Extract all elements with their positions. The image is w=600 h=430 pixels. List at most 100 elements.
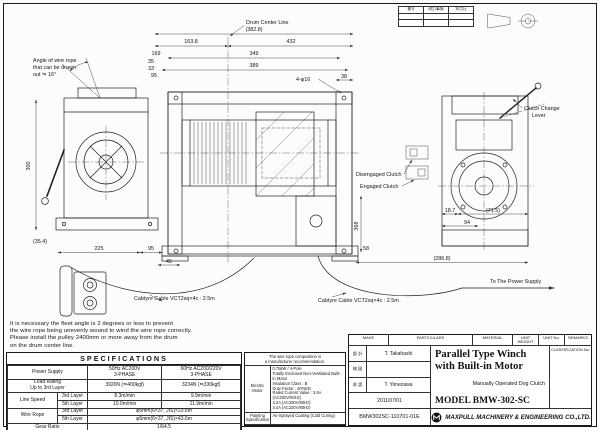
rope-angle-note-3: out ≒ 16° <box>33 72 56 78</box>
drum-view <box>161 91 359 262</box>
signoff-approve-label: 承 認 <box>349 377 367 393</box>
dim-18-7: 18.7 <box>445 208 456 214</box>
dimension-text: (382.8) 163.8 432 349 389 169 35 33 95 3… <box>26 27 500 265</box>
wire-rope-note: The wire rope composition is a manufactu… <box>245 353 345 367</box>
front-view <box>41 57 159 231</box>
drawing-title-line: with Built-in Motor <box>435 361 524 373</box>
rope-angle-note-2: that can be drawn <box>33 65 76 71</box>
drawing-subtitle: Manually Operated Dog Clutch <box>472 381 545 388</box>
spec-50hz-header: 50Hz AC200V 3-PHASE <box>86 365 163 380</box>
dim-71-5: (71.5) <box>486 208 500 214</box>
dim-300: 300 <box>26 162 32 171</box>
clutch-change-lever-label-2: Lever <box>532 113 546 119</box>
electric-motor-row: Electric Motor 0.75kW / 4-Pole Totally E… <box>245 366 345 413</box>
fleet-note-line: It is necessary the fleet angle is 2 deg… <box>10 321 174 327</box>
side-view <box>441 82 545 247</box>
spec-cell: 3-PHASE <box>190 371 212 378</box>
spec-power-supply-label: Power Supply <box>7 365 88 380</box>
brake-housing <box>450 152 518 220</box>
spec-speed-3rd-50: 8.3m/min <box>86 392 163 401</box>
signoff-date-row: 2011/07/01 <box>349 393 430 408</box>
painting-label: Painting <box>245 424 271 425</box>
spec-title: SPECIFICATIONS <box>7 353 241 366</box>
clutch-change-lever-label-1: Clutch Change <box>524 106 560 112</box>
revision-table: 番号 改訂事項 年月日 <box>398 6 474 27</box>
signoff-approve-row: 承 認 T. Yonezawa <box>349 377 430 394</box>
signoff-design-label: 設 計 <box>349 346 367 362</box>
dim-225: 225 <box>95 246 104 252</box>
spec-cell: Up to 3rd Layer <box>30 384 65 391</box>
dim-368: 368 <box>354 222 360 231</box>
revision-cell <box>448 19 474 27</box>
signoff-check-name <box>367 362 430 377</box>
dim-95-bottom: 95 <box>148 246 154 252</box>
signoff-block: 設 計 T. Takahashi 検 図 承 認 T. Yonezawa 201… <box>349 346 431 408</box>
motor-line: Insulation Class : B <box>272 380 308 386</box>
cables <box>71 255 555 302</box>
spec-wire-3rd: φ6mm(6×37, JIS)×23.6m <box>87 407 241 417</box>
electric-motor-details: 0.75kW / 4-Pole Totally Enclosed Non-Ven… <box>271 366 345 411</box>
spec-speed-5th-60: 11.9m/min <box>161 399 241 409</box>
motor-line: 3.4A (AC220V/60Hz) <box>272 404 311 410</box>
header-make: MAKE <box>349 335 389 346</box>
revision-cell <box>423 19 449 27</box>
model-number: MODEL BMW-302-SC <box>435 396 530 406</box>
electric-motor-label: Electric Motor <box>245 366 271 412</box>
crank-knob <box>41 197 49 205</box>
motor-line: 0.75kW / 4-Pole <box>272 366 302 372</box>
header-remarks: REMARKS <box>568 335 588 341</box>
drawing-border-frame <box>3 3 597 427</box>
rope-angle-note-1: Angle of wire rope <box>33 58 76 64</box>
painting-spec-details: Air-Sprayed Coating (Cold Curing) <box>271 413 345 424</box>
drum-center-line-label: Drum Center Line <box>246 20 289 26</box>
spec-wire-5th: φ6mm(6×37, JIS)×43.6m <box>87 415 241 425</box>
dim-33: 33 <box>148 66 154 72</box>
spec-layer-5th: 5th Layer <box>57 415 88 425</box>
company-bar: MAXPULL MACHINERY & ENGINEERING CO.,LTD. <box>431 409 591 425</box>
callout-labels: Drum Center Line Clutch Change Lever Dis… <box>33 20 560 304</box>
to-power-supply-label: To The Power Supply <box>490 279 541 285</box>
pendant-switch <box>59 265 107 317</box>
title-block-header: MAKE PARTICULARS MATERIAL UNIT WEIGHT UN… <box>349 335 591 347</box>
painting-spec-label: Painting Specification <box>245 412 271 424</box>
drawing-number: BMW302SC-110701-01E <box>349 409 431 425</box>
dim-94: 94 <box>464 220 470 226</box>
motor-line: Rated Current Value : 3.6A (AC200V/50Hz) <box>272 390 322 401</box>
wire-note-line: a manufacturer recommendation. <box>264 359 326 365</box>
specifications-table: SPECIFICATIONS Power Supply 50Hz AC200V … <box>6 352 242 430</box>
motor-line: Duty Factor : 40%ED <box>272 385 311 391</box>
dim-169: 169 <box>152 51 161 57</box>
spec-60hz-header: 60Hz AC200/220V 3-PHASE <box>161 365 241 380</box>
engineering-drawing: (382.8) 163.8 432 349 389 169 35 33 95 3… <box>26 13 560 317</box>
title-block-bottom: BMW302SC-110701-01E MAXPULL MACHINERY & … <box>349 408 591 425</box>
third-angle-projection-symbol <box>487 13 539 29</box>
revision-cell <box>398 19 424 27</box>
terminal-box <box>295 195 337 247</box>
disengaged-clutch-label: Disengaged Clutch <box>356 172 402 178</box>
spec-load-60hz: 3234N (≒330kgf) <box>161 378 241 394</box>
dim-mount-holes: 4-φ16 <box>296 77 310 83</box>
dim-35: 35 <box>148 59 154 65</box>
signoff-approve-name: T. Yonezawa <box>384 382 413 389</box>
company-name: MAXPULL MACHINERY & ENGINEERING CO.,LTD. <box>445 413 591 421</box>
signoff-design-name: T. Takahashi <box>384 350 413 357</box>
classification-cell: CLASSIFICATION No. <box>549 346 591 408</box>
spec-gear-ratio-value: 1/64.5 <box>87 423 241 430</box>
spec-load-rating-label: Load Rating Up to 3rd Layer <box>7 378 88 394</box>
dim-45: 45 <box>166 259 172 265</box>
spec-line-speed-label: Line Speed <box>7 392 58 409</box>
signoff-date: 2011/07/01 <box>377 397 402 404</box>
dim-163-8: 163.8 <box>184 39 198 45</box>
dim-286-8: (286.8) <box>433 256 450 262</box>
spec-cell: 60Hz AC200/220V <box>180 365 222 372</box>
painting-details: Baked Enamel, Two Coats Painting Color o… <box>271 425 345 426</box>
fleet-note-line: the wire rope being unevenly wound to wi… <box>10 328 193 335</box>
signoff-design-row: 設 計 T. Takahashi <box>349 346 430 363</box>
dim-95-top: 95 <box>151 73 157 79</box>
wire-note-line: The wire rope composition is <box>268 354 322 359</box>
dim-38: 38 <box>341 74 347 80</box>
signoff-check-label: 検 図 <box>349 362 367 377</box>
maxpull-logo-icon <box>431 412 442 423</box>
clutch-gear-housing <box>255 111 315 197</box>
